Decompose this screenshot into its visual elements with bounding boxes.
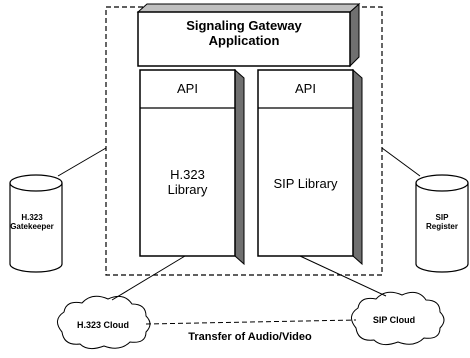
register-label: SIP Register [414,213,470,231]
media-transfer-link [145,319,357,325]
h323-cloud-label: H.323 Cloud [76,320,129,330]
h323-library-label-line1: H.323 [170,167,205,182]
sip-library-label: SIP Library [273,176,338,191]
register-cylinder [415,174,469,273]
gatekeeper-label-line1: H.323 [21,213,43,222]
h323-library-to-cloud-link [111,255,186,301]
gatekeeper-label: H.323 Gatekeeper [6,213,58,231]
application-box [136,2,361,68]
application-label: Signaling Gateway Application [138,18,350,49]
sip-cloud-label: SIP Cloud [372,315,416,325]
sip-library-block [257,68,363,266]
gatekeeper-label-line2: Gatekeeper [10,222,54,232]
register-label-line2: Register [425,222,458,232]
gatekeeper-connector [57,147,107,177]
application-label-line2: Application [208,32,280,48]
gatekeeper-cylinder [9,174,63,273]
sip-api-label: API [295,81,316,96]
application-label-line1: Signaling Gateway [186,18,302,33]
h323-api-label: API [177,81,198,96]
sip-cloud [351,291,445,346]
media-transfer-label: Transfer of Audio/Video [188,331,312,343]
h323-library-block [139,68,245,266]
h323-library-label: H.323 Library [140,167,235,198]
h323-cloud [57,295,151,350]
register-label-line1: SIP [435,213,449,222]
h323-library-label-line2: Library [167,181,208,197]
register-connector [381,147,421,177]
sip-library-to-cloud-link [299,255,387,297]
